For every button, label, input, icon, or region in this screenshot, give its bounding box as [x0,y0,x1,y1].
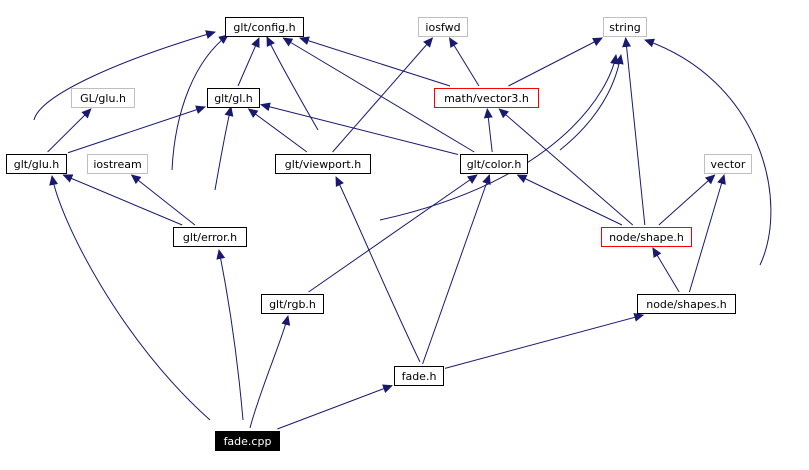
node-box [261,294,324,314]
edge-glt_glu-to-gl_glu [47,108,92,153]
edge-glt_viewport-to-iosfwd [332,37,434,153]
edges-layer [33,30,772,430]
edge-glt_color-to-string [559,54,624,151]
edge-glt_rgb-to-glt_color [308,174,478,293]
node-box [704,154,752,174]
node-label: glt/config.h [233,21,295,34]
node-label: glt/glu.h [14,158,60,171]
node-box [71,88,135,108]
node-box [394,366,444,386]
node-label: iostream [93,158,141,171]
node-label: glt/error.h [183,231,237,244]
edge-fade_cpp-to-fade_h [277,384,393,430]
edge-fade_cpp-to-glt_rgb [249,315,291,429]
node-box [215,431,280,451]
node-glt-gl[interactable]: glt/gl.h [207,88,260,108]
edge-glt_error-to-glt_gl [214,106,234,191]
edge-glt_glu-to-glt_gl [67,105,206,154]
node-iosfwd: iosfwd [418,17,468,37]
node-label: fade.h [402,370,437,383]
node-box [434,88,539,108]
node-glt-rgb[interactable]: glt/rgb.h [261,294,324,314]
edge-fade_h-to-node_shapes [444,312,645,369]
node-fade-cpp[interactable]: fade.cpp [215,431,280,451]
edge-glt_error-to-string [379,54,619,221]
edge-fade_cpp-to-glt_error [216,249,244,421]
node-label: GL/glu.h [80,92,126,105]
edge-glt_viewport-to-glt_gl [247,108,308,153]
edge-node_shapes-to-vector [688,174,726,293]
node-glt-viewport[interactable]: glt/viewport.h [275,154,371,174]
node-glt-error[interactable]: glt/error.h [173,227,247,247]
node-box [418,17,468,37]
node-box [225,17,304,37]
edge-node_shape-to-vector [658,174,716,226]
edge-node_shape-to-math_vector3 [498,108,634,226]
edge-glt_color-to-glt_gl [260,102,459,155]
node-iostream: iostream [87,154,148,174]
node-label: node/shapes.h [646,298,727,311]
node-label: fade.cpp [224,435,272,448]
edge-math_vector3-to-string [508,37,603,87]
edge-fade_cpp-to-glt_glu [49,175,211,421]
node-label: iosfwd [425,21,460,34]
node-math-vector3[interactable]: math/vector3.h [434,88,539,108]
node-gl-glu: GL/glu.h [71,88,135,108]
edge-fade_h-to-glt_viewport [335,176,421,363]
edge-glt_error-to-glt_config [171,34,229,171]
node-label: vector [711,158,746,171]
node-box [87,154,148,174]
node-label: node/shape.h [609,231,684,244]
edge-glt_color-to-glt_config [282,37,475,153]
node-box [637,294,736,314]
node-box [603,17,647,37]
edge-glt_glu-to-glt_config [33,30,216,121]
node-box [275,154,371,174]
edge-node_shapes-to-string [644,38,772,266]
edge-fade_h-to-glt_color [422,174,491,365]
edge-math_vector3-to-iosfwd [449,37,480,87]
node-vector: vector [704,154,752,174]
edge-node_shape-to-glt_color [516,174,623,226]
node-string: string [603,17,647,37]
node-box [460,154,528,174]
node-glt-config[interactable]: glt/config.h [225,17,304,37]
node-box [173,227,247,247]
node-glt-glu[interactable]: glt/glu.h [6,154,67,174]
edge-math_vector3-to-glt_config [299,36,451,87]
edge-glt_error-to-glt_glu [62,174,183,226]
edge-glt_error-to-iostream [130,174,196,226]
node-label: glt/rgb.h [269,298,316,311]
node-label: glt/viewport.h [285,158,361,171]
node-label: math/vector3.h [444,92,529,105]
edge-glt_color-to-math_vector3 [483,108,493,153]
node-node-shape[interactable]: node/shape.h [601,227,692,247]
node-label: string [609,21,641,34]
node-box [207,88,260,108]
edge-node_shapes-to-node_shape [652,247,680,293]
edge-node_shape-to-string [622,37,646,226]
node-label: glt/color.h [467,158,522,171]
node-label: glt/gl.h [214,92,253,105]
node-node-shapes[interactable]: node/shapes.h [637,294,736,314]
node-box [601,227,692,247]
node-glt-color[interactable]: glt/color.h [460,154,528,174]
node-box [6,154,67,174]
node-fade-h[interactable]: fade.h [394,366,444,386]
edge-glt_gl-to-glt_config [237,37,260,87]
edge-glt_viewport-to-glt_config [266,36,319,131]
